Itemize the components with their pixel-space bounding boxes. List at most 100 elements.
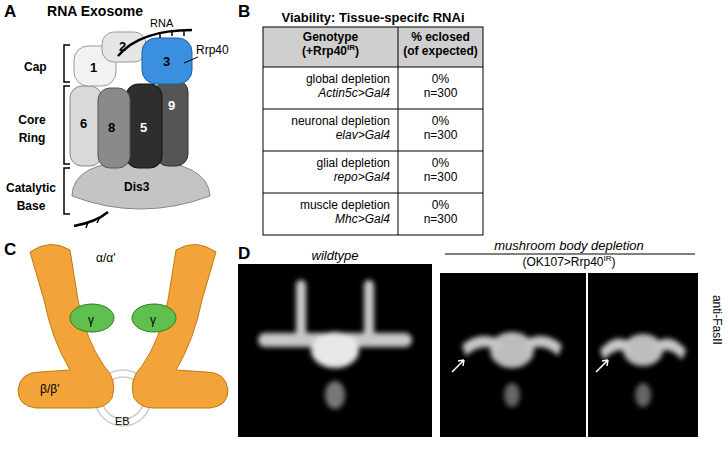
- table-cell: elav>Gal4: [263, 129, 390, 143]
- bracket: [64, 86, 70, 164]
- callout-number: 3: [163, 54, 170, 69]
- label-group: 6: [80, 114, 87, 132]
- table-cell: neuronal depletion: [263, 115, 390, 129]
- arrow: [596, 360, 608, 372]
- stain-label: anti-FasII: [710, 295, 724, 345]
- table-cell: muscle depletion: [263, 199, 390, 213]
- label-group: 0%n=300: [398, 199, 483, 227]
- label-group: 2: [119, 37, 126, 55]
- group-line: [445, 254, 695, 255]
- image-label: (OK107>Rrp40: [522, 255, 603, 269]
- lobe-label: α/α': [96, 251, 116, 265]
- part-label: RNA: [150, 17, 173, 29]
- lobe-label: γ: [150, 313, 156, 327]
- callout-number: 1: [90, 60, 97, 75]
- lobe-label: γ: [88, 313, 94, 327]
- part-label: EB: [115, 415, 130, 427]
- table-title: Viability: Tissue-specifc RNAi: [281, 10, 464, 25]
- table-header: [263, 27, 483, 67]
- bracket-label: Catalytic Base: [6, 181, 56, 213]
- arrow: [452, 360, 464, 372]
- label-group: RNA: [150, 13, 173, 31]
- table-cell: Actin5c>Gal4: [263, 87, 390, 101]
- rna-strand: [74, 212, 108, 226]
- rna-ticks: [86, 217, 100, 228]
- table-cell: 0%: [398, 73, 483, 87]
- table-cell: n=300: [398, 171, 483, 185]
- callout-number: 6: [80, 116, 87, 131]
- table-cell: repo>Gal4: [263, 171, 390, 185]
- callout-number: 9: [168, 98, 175, 113]
- table-cell: n=300: [398, 213, 483, 227]
- label-group: 5: [140, 118, 147, 136]
- callout-number: 8: [108, 120, 115, 135]
- table-header: % eclosed: [398, 31, 483, 45]
- table-cell: glial depletion: [263, 157, 390, 171]
- table-cell: Mhc>Gal4: [263, 213, 390, 227]
- label-group: 8: [108, 118, 115, 136]
- bracket-label: Core Ring: [18, 113, 45, 145]
- part-label: Rrp40: [196, 43, 229, 57]
- label-group: glial depletionrepo>Gal4: [263, 157, 390, 185]
- label-group: anti-FasII: [709, 284, 723, 356]
- label-group: mushroom body depletion: [440, 236, 698, 254]
- table-cell: n=300: [398, 129, 483, 143]
- table-cell: 0%: [398, 157, 483, 171]
- panel-title: RNA Exosome: [47, 3, 143, 19]
- rna-ticks: [160, 30, 184, 38]
- subunit: [70, 86, 102, 166]
- label-group: wildtype: [258, 246, 412, 264]
- label-group: % eclosed(of expected): [398, 31, 483, 59]
- fasii-stain: [258, 280, 686, 409]
- bracket: [64, 168, 70, 214]
- label-group: 0%n=300: [398, 115, 483, 143]
- label-group: neuronal depletionelav>Gal4: [263, 115, 390, 143]
- label-group: EB: [115, 411, 130, 429]
- gamma-lobe: [132, 304, 176, 332]
- micrograph: [440, 273, 586, 437]
- label-group: muscle depletionMhc>Gal4: [263, 199, 390, 227]
- panel-letter: C: [4, 240, 16, 259]
- callout-number: 2: [119, 39, 126, 54]
- image-label: mushroom body depletion: [494, 238, 644, 253]
- label-group: A: [4, 2, 16, 22]
- micrograph: [588, 273, 698, 437]
- label-group: α/α': [96, 248, 116, 266]
- lobe-label: β/β': [40, 382, 59, 396]
- label-group: RNA Exosome: [40, 2, 150, 20]
- superscript: IR: [604, 254, 612, 263]
- label-group: Dis3: [124, 177, 149, 195]
- label-group: Cap: [24, 57, 47, 75]
- table-cell: 0%: [398, 199, 483, 213]
- rna-strand: [118, 30, 192, 56]
- label-group: D: [238, 244, 250, 264]
- rrp40-subunit: [142, 38, 192, 84]
- callout-number: 5: [140, 120, 147, 135]
- panel-letter: D: [238, 244, 250, 263]
- image-label: ): [612, 255, 616, 269]
- table-header: ): [355, 44, 359, 58]
- image-label: wildtype: [312, 248, 359, 263]
- label-group: Genotype(+Rrp40IR): [263, 31, 398, 59]
- table-grid: [263, 27, 483, 235]
- label-group: (OK107>Rrp40IR): [440, 256, 698, 270]
- part-label: Dis3: [124, 180, 149, 194]
- label-group: β/β': [40, 379, 59, 397]
- label-group: γ: [88, 310, 94, 328]
- table-cell: 0%: [398, 115, 483, 129]
- label-group: 1: [90, 58, 97, 76]
- table-border: [263, 27, 483, 235]
- label-group: 9: [168, 96, 175, 114]
- label-group: C: [4, 240, 16, 260]
- micrograph: [238, 264, 432, 437]
- label-group: 0%n=300: [398, 73, 483, 101]
- gamma-lobe: [70, 304, 114, 332]
- mushroom-lobe: [132, 244, 228, 408]
- label-group: 3: [163, 52, 170, 70]
- subunit: [98, 88, 130, 168]
- mushroom-lobe: [18, 244, 114, 408]
- label-group: Core Ring: [6, 110, 58, 147]
- table-header: (+Rrp40: [302, 44, 347, 58]
- label-group: γ: [150, 310, 156, 328]
